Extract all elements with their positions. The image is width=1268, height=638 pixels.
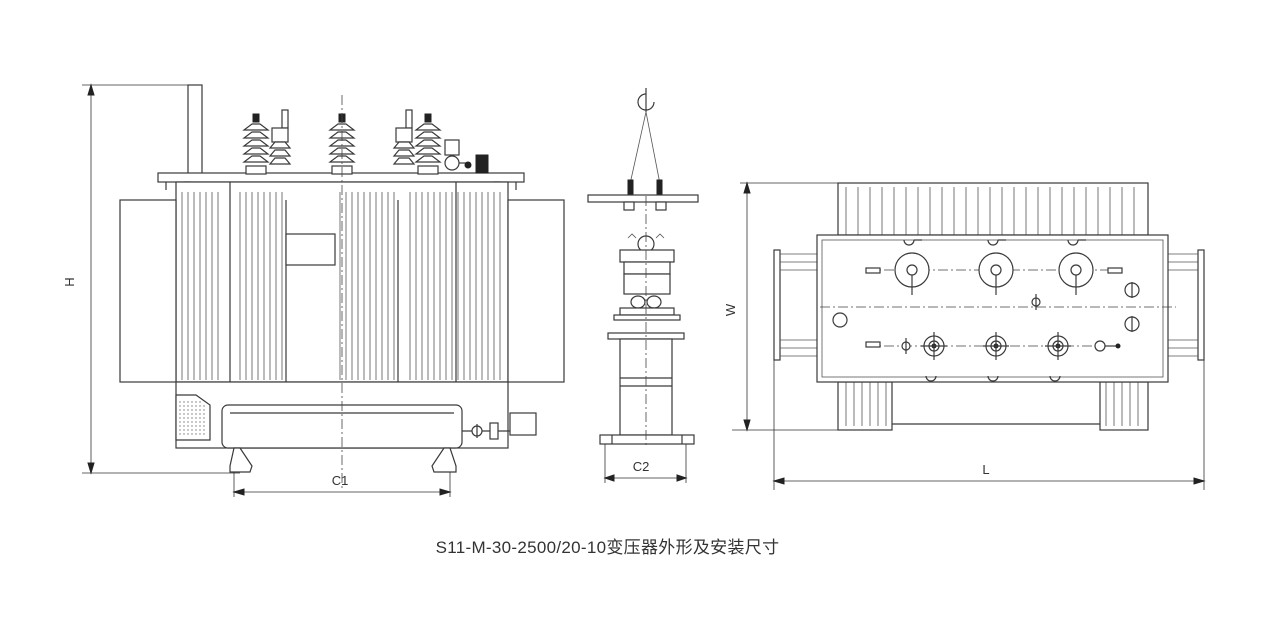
front-fins bbox=[181, 182, 501, 382]
dim-label-l: L bbox=[982, 462, 989, 477]
dim-label-c1: C1 bbox=[332, 473, 349, 488]
dim-label-h: H bbox=[62, 277, 77, 286]
top-fins bbox=[837, 182, 1149, 431]
hv-bushings bbox=[894, 239, 1094, 295]
side-rails bbox=[780, 253, 1198, 357]
relay-hatch bbox=[179, 401, 205, 435]
lv-bushings bbox=[921, 332, 1071, 382]
front-view: H bbox=[62, 83, 565, 497]
top-view: W bbox=[723, 181, 1206, 490]
drawing-caption: S11-M-30-2500/20-10变压器外形及安装尺寸 bbox=[435, 538, 780, 557]
dim-label-w: W bbox=[723, 303, 738, 316]
front-bushings bbox=[242, 109, 442, 175]
side-view: C2 bbox=[587, 88, 699, 483]
dim-label-c2: C2 bbox=[633, 459, 650, 474]
